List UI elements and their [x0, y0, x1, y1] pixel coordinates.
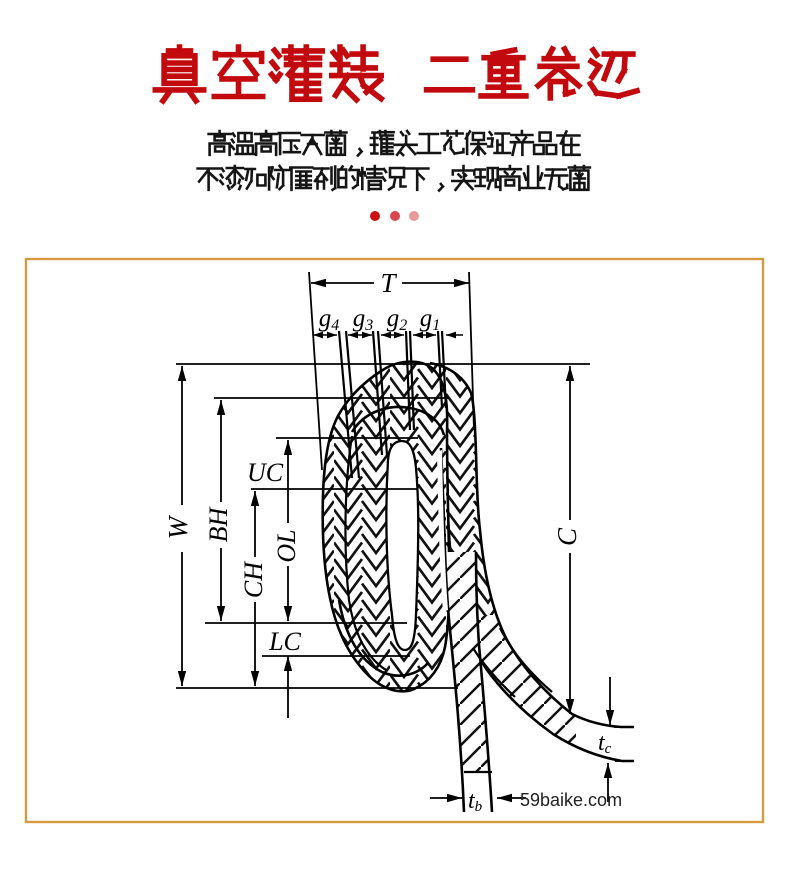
svg-text:UC: UC [247, 458, 284, 487]
svg-text:g2: g2 [387, 305, 408, 334]
svg-text:BH: BH [204, 506, 233, 542]
svg-text:W: W [163, 514, 193, 539]
svg-text:g3: g3 [353, 305, 374, 334]
svg-text:g1: g1 [420, 305, 441, 334]
svg-text:59baike.com: 59baike.com [520, 790, 622, 810]
svg-text:C: C [552, 527, 582, 546]
svg-text:g4: g4 [319, 305, 340, 334]
svg-text:OL: OL [272, 529, 301, 562]
svg-text:T: T [380, 268, 397, 298]
svg-text:CH: CH [239, 561, 268, 598]
svg-text:LC: LC [268, 627, 301, 656]
